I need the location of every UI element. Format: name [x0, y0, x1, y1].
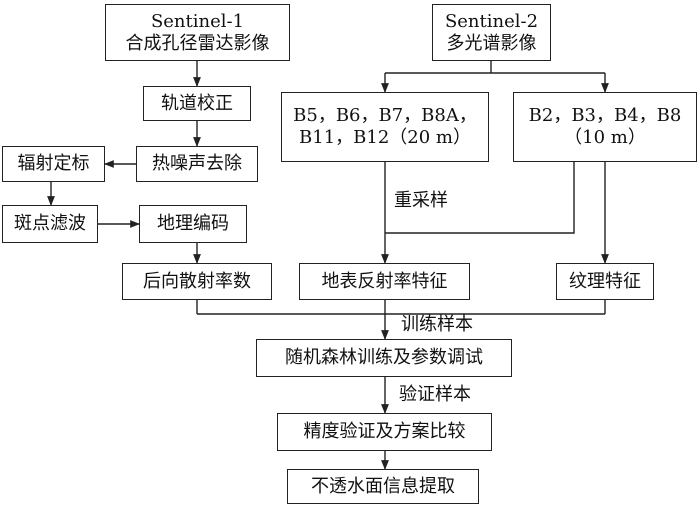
speckle-filter-label: 斑点滤波: [14, 213, 86, 234]
sentinel1-subtitle: 合成孔径雷达影像: [125, 32, 270, 54]
backscatter-node: 后向散射率数: [122, 263, 272, 300]
bands-10m-line2: （10 m）: [564, 127, 646, 148]
thermal-noise-node: 热噪声去除: [136, 146, 258, 182]
extraction-node: 不透水面信息提取: [287, 469, 479, 504]
bands-20m-node: B5，B6，B7，B8A， B11，B12（20 m）: [281, 92, 489, 162]
bands-20m-line1: B5，B6，B7，B8A，: [293, 105, 477, 126]
reflectance-label: 地表反射率特征: [321, 270, 448, 292]
texture-node: 纹理特征: [556, 263, 654, 300]
orbit-correction-node: 轨道校正: [143, 86, 251, 121]
random-forest-label: 随机森林训练及参数调试: [285, 347, 483, 368]
speckle-filter-node: 斑点滤波: [2, 205, 98, 243]
orbit-correction-label: 轨道校正: [161, 92, 233, 114]
geocoding-node: 地理编码: [139, 205, 247, 243]
bands-20m-line2: B11，B12（20 m）: [299, 127, 471, 148]
training-samples-label: 训练样本: [401, 314, 473, 335]
sentinel2-subtitle: 多光谱影像: [446, 32, 537, 54]
validation-samples-label: 验证样本: [399, 384, 471, 405]
radiometric-calibration-node: 辐射定标: [2, 146, 105, 182]
bands-10m-line1: B2，B3，B4，B8: [528, 105, 682, 126]
sentinel1-node: Sentinel-1 合成孔径雷达影像: [105, 4, 290, 61]
resample-label: 重采样: [394, 190, 448, 211]
bands-10m-node: B2，B3，B4，B8 （10 m）: [513, 92, 697, 162]
accuracy-label: 精度验证及方案比较: [303, 421, 466, 442]
radiometric-calibration-label: 辐射定标: [17, 153, 90, 174]
extraction-label: 不透水面信息提取: [311, 475, 455, 497]
line-bands10-to-resample: [385, 162, 575, 234]
geocoding-label: 地理编码: [157, 213, 229, 234]
random-forest-node: 随机森林训练及参数调试: [256, 339, 512, 377]
texture-label: 纹理特征: [569, 270, 641, 292]
accuracy-node: 精度验证及方案比较: [277, 413, 492, 451]
sentinel2-node: Sentinel-2 多光谱影像: [432, 4, 551, 61]
sentinel1-title: Sentinel-1: [150, 10, 245, 32]
sentinel2-title: Sentinel-2: [444, 10, 539, 32]
thermal-noise-label: 热噪声去除: [152, 153, 242, 174]
reflectance-node: 地表反射率特征: [299, 263, 470, 300]
backscatter-label: 后向散射率数: [143, 270, 251, 292]
